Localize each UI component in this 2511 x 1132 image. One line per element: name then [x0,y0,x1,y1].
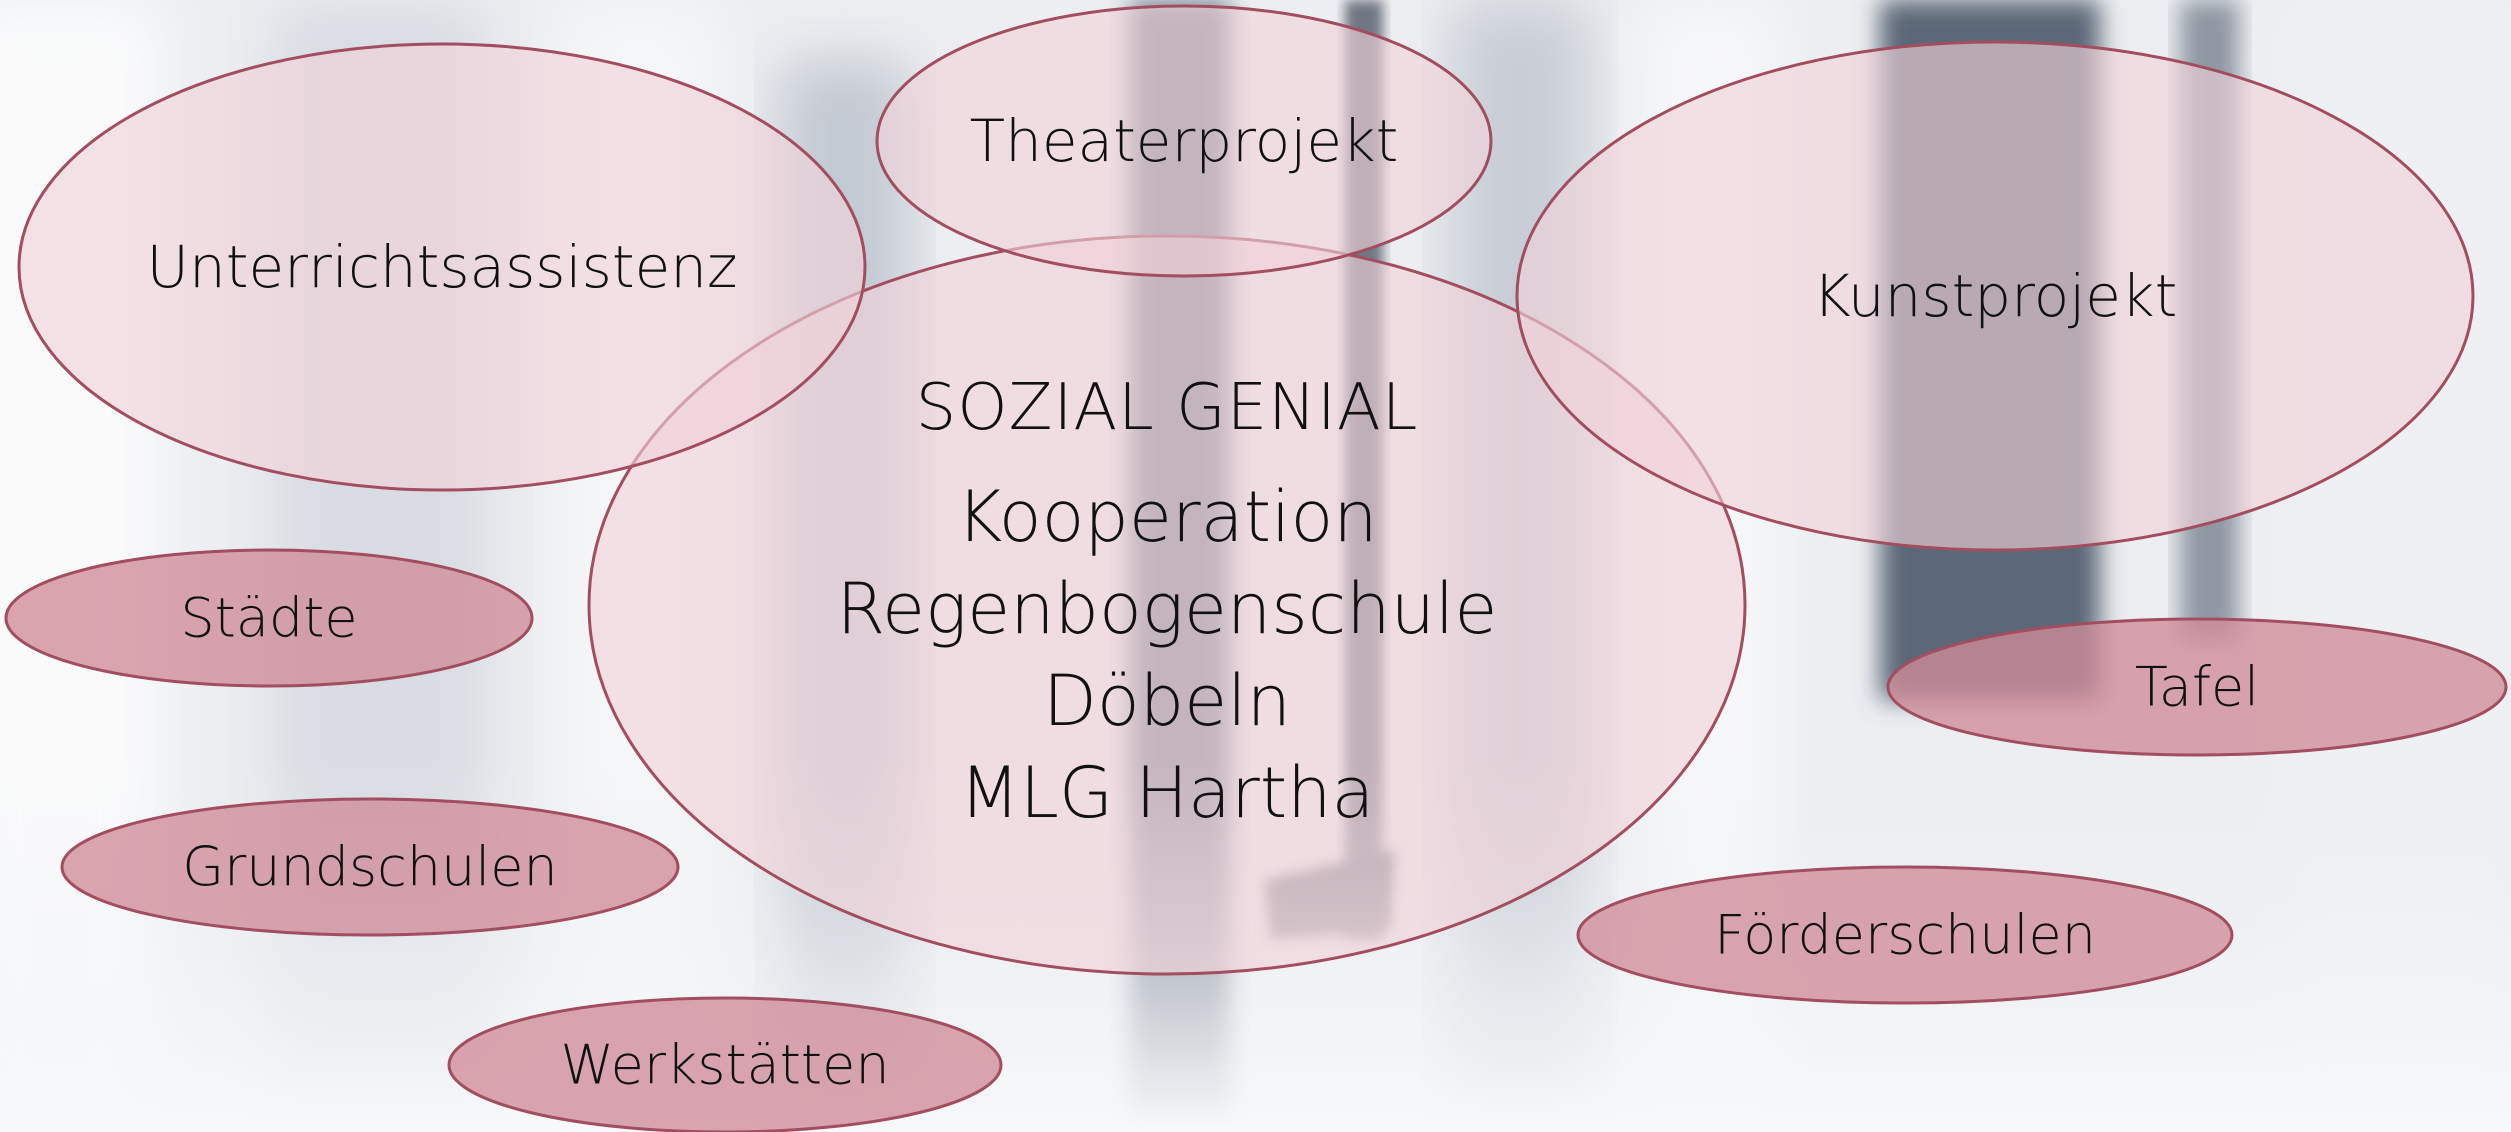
foerderschulen-ellipse [1576,865,2234,1005]
kunstprojekt-label: Kunstprojekt [1812,262,2178,330]
center-title: SOZIAL GENIAL [915,371,1419,445]
center-label: SOZIAL GENIAL Kooperation Regenbogenschu… [837,371,1498,839]
grundschulen-label: Grundschulen [182,835,558,899]
unterrichtsassistenz-label: Unterrichtsassistenz [146,233,738,301]
center-line: MLG Hartha [959,752,1375,834]
theaterprojekt-ellipse [875,4,1493,278]
tafel-label: Tafel [2134,655,2260,719]
center-line: Kooperation [956,476,1378,558]
tafel-ellipse [1886,617,2508,757]
staedte-ellipse [4,548,534,688]
staedte-label: Städte [180,586,358,650]
foerderschulen-label: Förderschulen [1714,903,2096,967]
kunstprojekt-ellipse [1515,40,2475,552]
theaterprojekt-label: Theaterprojekt [969,107,1399,175]
unterrichtsassistenz-ellipse [17,42,867,492]
grundschulen-ellipse [60,797,680,937]
center-line: Regenbogenschule [836,568,1498,650]
werkstaetten-ellipse [447,996,1003,1132]
werkstaetten-label: Werkstätten [560,1033,890,1097]
center-line: Döbeln [1042,660,1292,742]
